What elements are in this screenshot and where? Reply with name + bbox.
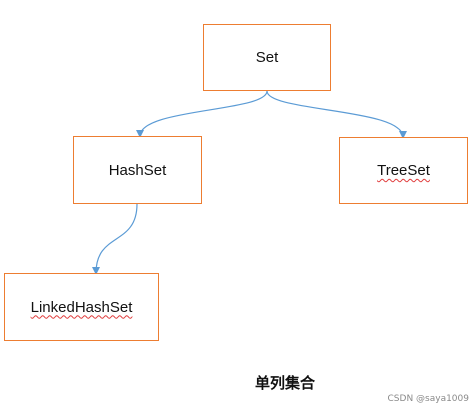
connector-hashset-to-linkedhashset	[92, 203, 138, 275]
diagram-caption: 单列集合	[255, 374, 316, 392]
node-hashset: HashSet	[73, 136, 202, 204]
node-set: Set	[203, 24, 331, 91]
node-linkedhashset: LinkedHashSet	[4, 273, 159, 341]
node-set-label: Set	[255, 49, 279, 66]
node-treeset-label: TreeSet	[377, 162, 430, 179]
node-linkedhashset-label: LinkedHashSet	[30, 298, 133, 316]
watermark: CSDN @saya1009	[387, 394, 469, 404]
connector-set-to-treeset	[266, 90, 407, 139]
node-hashset-label: HashSet	[108, 161, 167, 179]
connector-set-to-hashset	[136, 90, 268, 138]
node-treeset: TreeSet	[339, 137, 468, 204]
